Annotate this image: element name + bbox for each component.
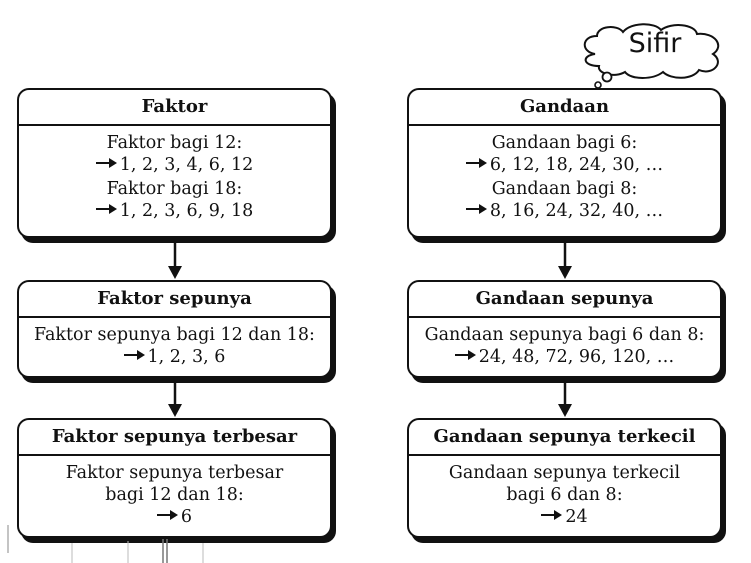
arrow-right-icon — [95, 204, 118, 214]
faktor-sepunya-title: Faktor sepunya — [19, 282, 330, 318]
arrow-right-icon — [95, 158, 118, 168]
faktor-line-1: Faktor bagi 12: — [106, 133, 243, 153]
faktor-title: Faktor — [19, 90, 330, 126]
connector-arrow-right-1 — [558, 242, 572, 279]
arrow-right-icon — [454, 350, 477, 360]
arrow-right-icon — [541, 510, 563, 520]
arrow-right-icon — [465, 158, 488, 168]
arrow-right-icon — [123, 350, 146, 360]
thought-cloud-text: Sifir — [628, 28, 682, 59]
faktor-sepunya-line-1: Faktor sepunya bagi 12 dan 18: — [34, 325, 315, 345]
connector-arrow-right-2 — [558, 382, 572, 417]
faktor-line-2: 1, 2, 3, 4, 6, 12 — [119, 155, 254, 175]
gandaan-box: Gandaan Gandaan bagi 6: 6, 12, 18, 24, 3… — [407, 88, 722, 238]
fsb-line-1: Faktor sepunya terbesar — [65, 463, 284, 483]
arrow-right-icon — [465, 204, 488, 214]
scan-artifacts — [7, 525, 204, 563]
gandaan-title: Gandaan — [409, 90, 720, 126]
connector-arrow-left-1 — [168, 242, 182, 279]
fsb-title: Faktor sepunya terbesar — [19, 420, 330, 456]
gandaan-line-3: Gandaan bagi 8: — [491, 179, 638, 199]
gandaan-sepunya-title: Gandaan sepunya — [409, 282, 720, 318]
arrow-right-icon — [156, 510, 179, 520]
thought-cloud — [583, 23, 720, 89]
gst-line-2: bagi 6 dan 8: — [506, 485, 623, 505]
fsb-line-2: bagi 12 dan 18: — [105, 485, 244, 505]
gandaan-line-2: 6, 12, 18, 24, 30, … — [489, 155, 664, 175]
faktor-sepunya-box: Faktor sepunya Faktor sepunya bagi 12 da… — [17, 280, 332, 378]
gst-box: Gandaan sepunya terkecil Gandaan sepunya… — [407, 418, 722, 538]
gandaan-sepunya-line-1: Gandaan sepunya bagi 6 dan 8: — [424, 325, 705, 345]
fsb-box: Faktor sepunya terbesar Faktor sepunya t… — [17, 418, 332, 538]
gst-line-1: Gandaan sepunya terkecil — [448, 463, 681, 483]
fsb-line-3: 6 — [180, 507, 193, 527]
gandaan-line-1: Gandaan bagi 6: — [491, 133, 638, 153]
faktor-line-4: 1, 2, 3, 6, 9, 18 — [119, 201, 254, 221]
gandaan-line-4: 8, 16, 24, 32, 40, … — [489, 201, 664, 221]
faktor-box: Faktor Faktor bagi 12: 1, 2, 3, 4, 6, 12… — [17, 88, 332, 238]
gst-line-3: 24 — [565, 507, 588, 527]
gandaan-sepunya-line-2: 24, 48, 72, 96, 120, … — [478, 347, 675, 367]
gandaan-sepunya-box: Gandaan sepunya Gandaan sepunya bagi 6 d… — [407, 280, 722, 378]
faktor-sepunya-line-2: 1, 2, 3, 6 — [147, 347, 226, 367]
gst-title: Gandaan sepunya terkecil — [409, 420, 720, 456]
faktor-line-3: Faktor bagi 18: — [106, 179, 243, 199]
connector-arrow-left-2 — [168, 382, 182, 417]
